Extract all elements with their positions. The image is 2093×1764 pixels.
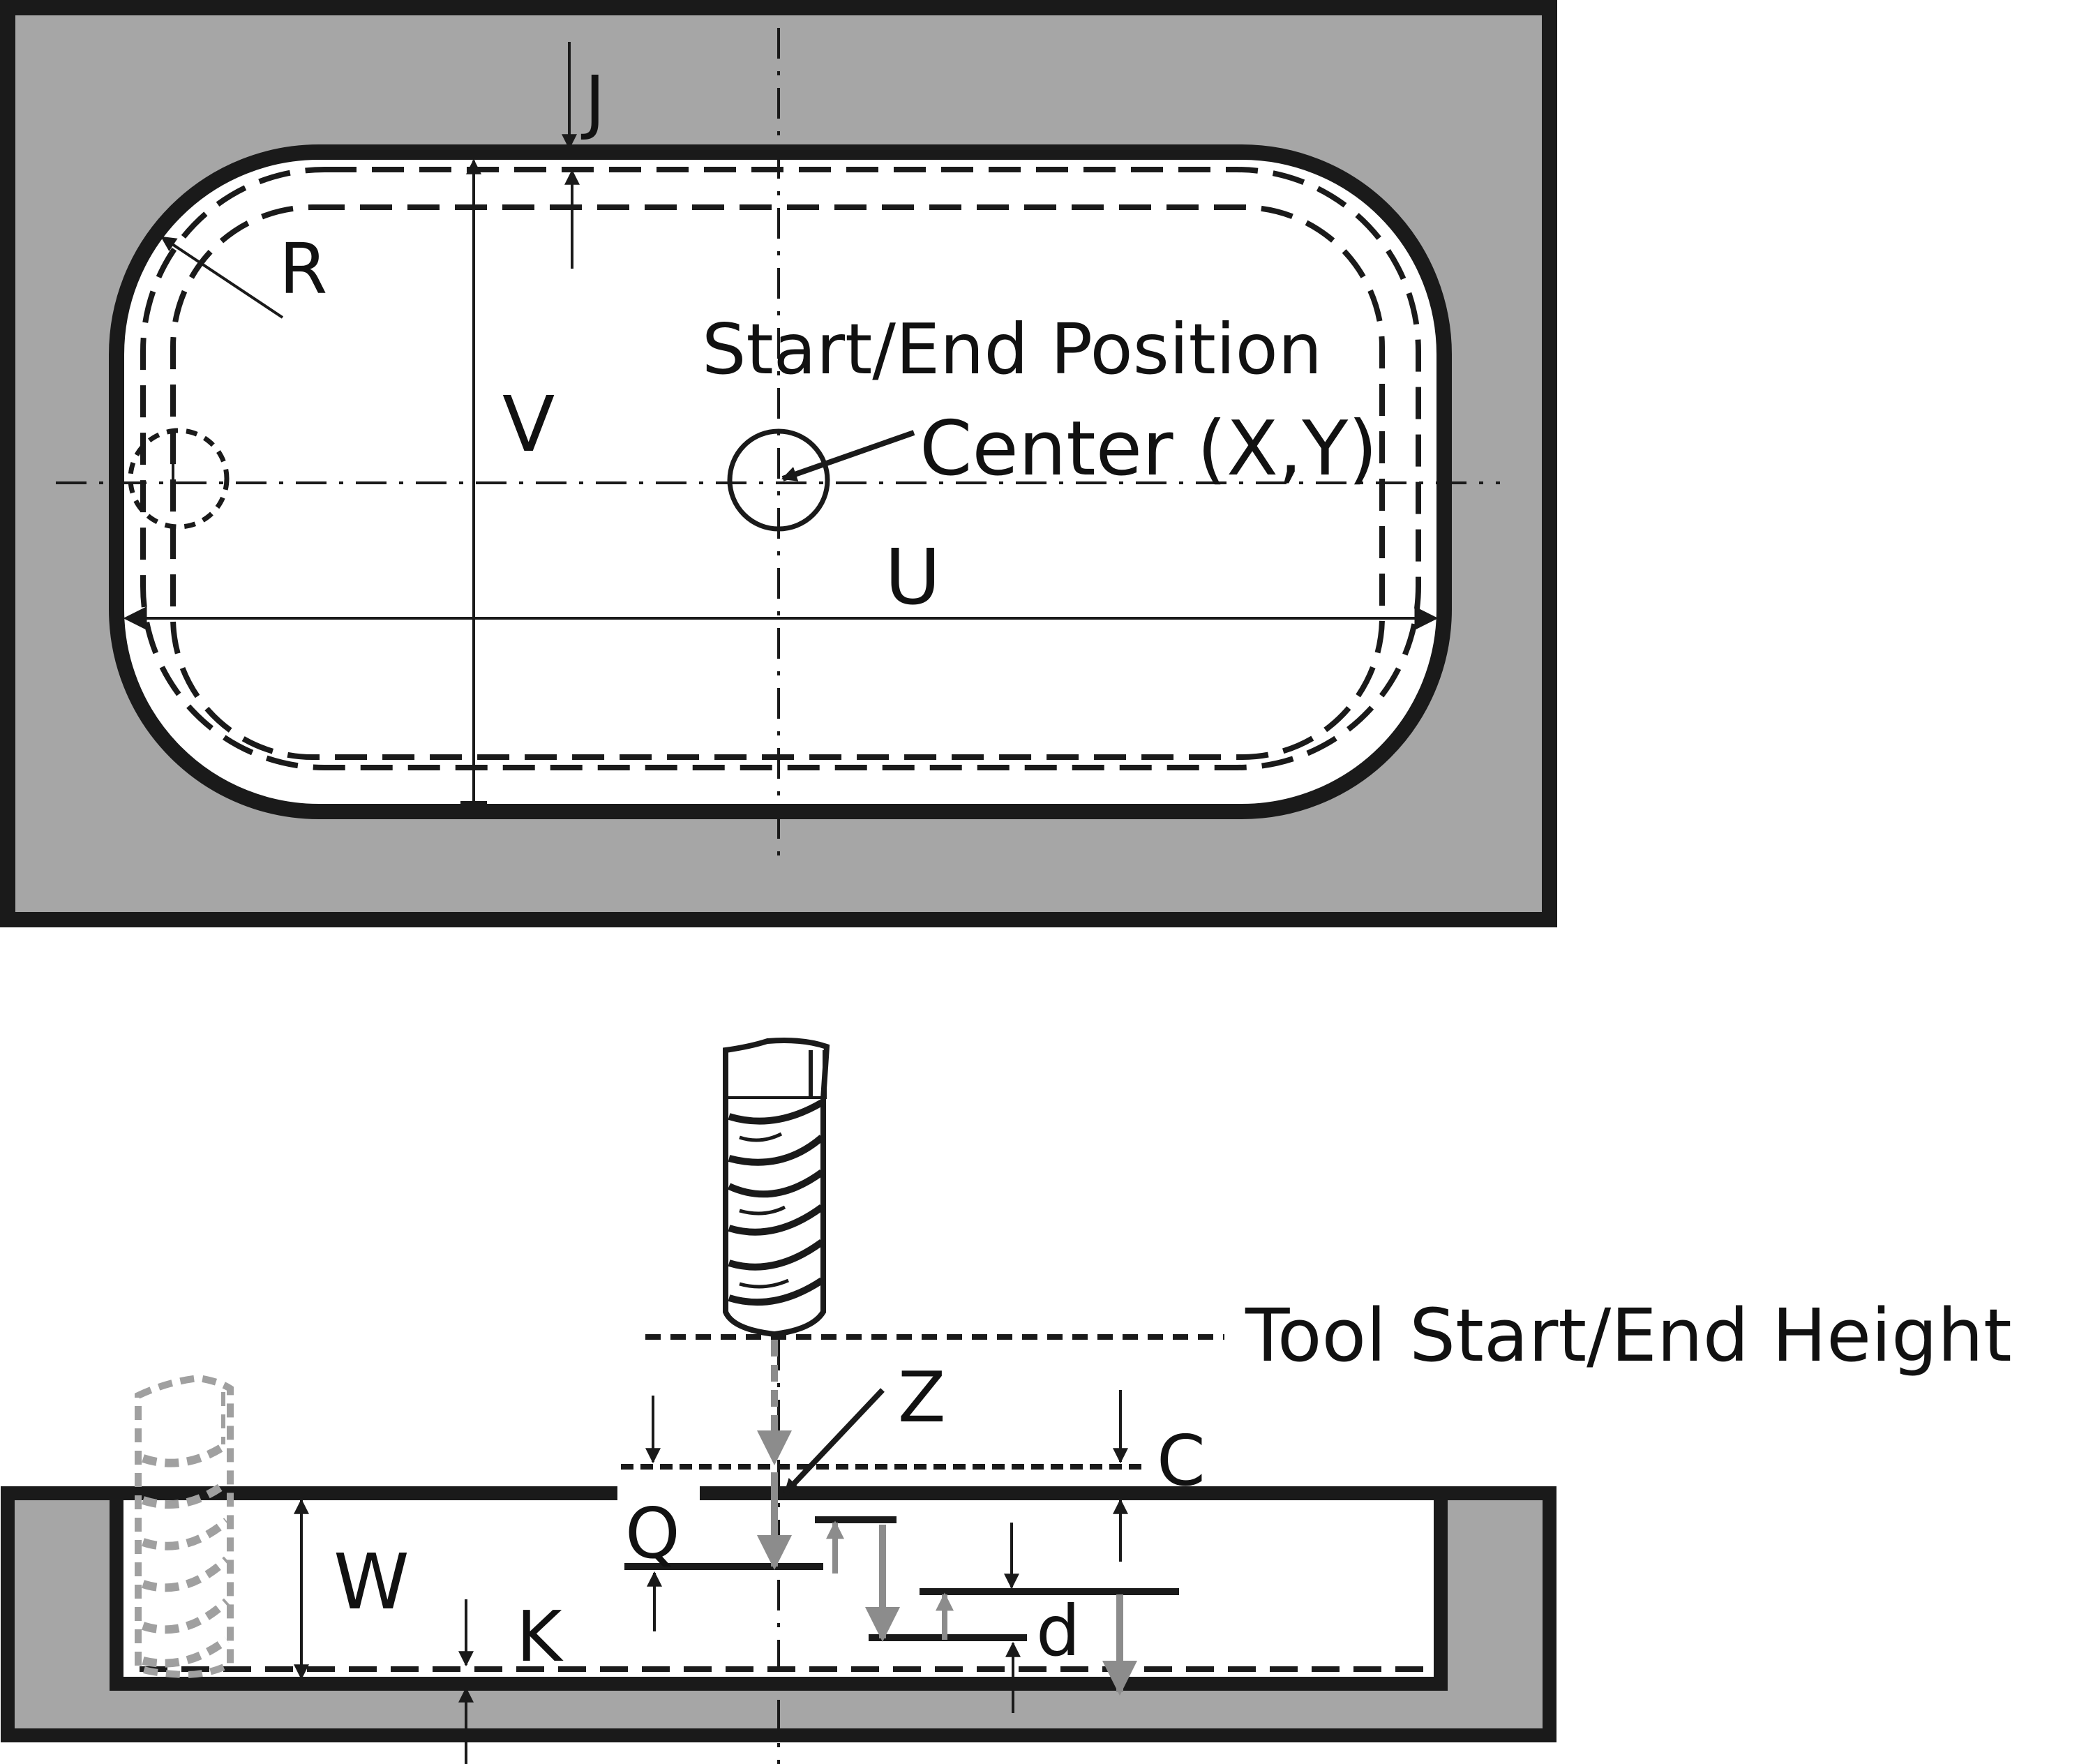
entry-tool-circle: [128, 428, 230, 530]
label-tool-start-end-height: Tool Start/End Height: [1245, 1293, 2012, 1378]
label-j: J: [580, 61, 606, 142]
r-dimension-line: [160, 236, 284, 319]
side-view: Tool Start/End Height Z C Q W K d: [1, 1038, 2012, 1764]
label-center-xy: Center (X,Y): [920, 405, 1377, 493]
toolpath-outer-dashed: [140, 167, 1421, 770]
z-pointer-arrow: [783, 1388, 885, 1495]
end-mill-tool: [723, 1038, 830, 1338]
center-pointer-arrow: [781, 430, 915, 481]
label-r: R: [279, 228, 327, 310]
label-k: K: [516, 1596, 564, 1677]
label-w: W: [333, 1537, 410, 1627]
label-d: d: [1036, 1590, 1080, 1672]
label-q: Q: [625, 1493, 680, 1574]
label-z: Z: [898, 1356, 946, 1438]
top-view: J R V U Start/End Position Center (X,Y): [0, 0, 1557, 927]
label-v: V: [502, 380, 555, 469]
label-c: C: [1157, 1420, 1206, 1502]
label-u: U: [885, 532, 941, 622]
label-start-end-position: Start/End Position: [702, 308, 1322, 390]
ghost-end-mill-tool: [135, 1374, 234, 1679]
start-end-circle: [727, 428, 830, 532]
